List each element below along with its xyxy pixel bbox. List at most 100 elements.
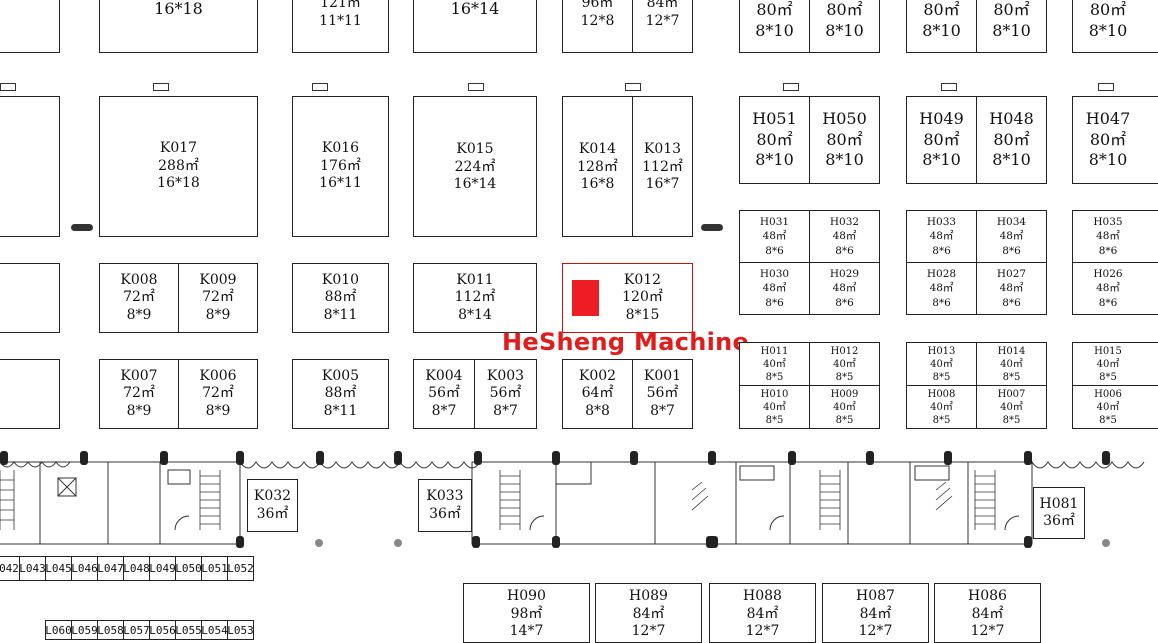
- l-booth-cell[interactable]: L046: [71, 556, 98, 581]
- booth-id: H006: [1094, 388, 1122, 400]
- l-booth-cell[interactable]: L048: [123, 556, 150, 581]
- booth-id: H032: [829, 216, 860, 229]
- column-marker: [312, 83, 328, 91]
- booth-area: 128㎡: [577, 158, 618, 175]
- booth-top-16x14[interactable]: 16*14: [413, 0, 537, 53]
- booth-K017[interactable]: K017 288㎡ 16*18: [99, 96, 258, 237]
- booth-id: H007: [997, 388, 1026, 400]
- booth-H048[interactable]: H048 80㎡ 8*10: [976, 96, 1047, 184]
- booth-left-edge[interactable]: [0, 359, 60, 429]
- l-booth-cell[interactable]: L049: [149, 556, 176, 581]
- booth-size: 8*5: [1099, 371, 1117, 383]
- l-booth-cell[interactable]: L059: [71, 620, 98, 640]
- booth-area: 84㎡: [971, 605, 1004, 622]
- l-booth-cell[interactable]: 042: [0, 556, 20, 581]
- booth-K014[interactable]: K014 128㎡ 16*8: [562, 96, 633, 237]
- booth-K016[interactable]: K016 176㎡ 16*11: [292, 96, 389, 237]
- booth-area: 72㎡: [202, 385, 234, 402]
- l-booth-cell[interactable]: L058: [97, 620, 124, 640]
- booth-K015[interactable]: K015 224㎡ 16*14: [413, 96, 537, 237]
- booth-H047[interactable]: H047 80㎡ 8*10: [1072, 96, 1158, 184]
- booth-area: 112㎡: [454, 289, 496, 306]
- booth-top-121[interactable]: 121㎡ 11*11: [292, 0, 389, 53]
- booth-top-84[interactable]: 84㎡ 12*7: [632, 0, 693, 53]
- booth-id: K008: [120, 271, 158, 288]
- l-booth-cell[interactable]: L050: [175, 556, 202, 581]
- booth-area: 121㎡: [320, 0, 361, 11]
- booth-K013[interactable]: K013 112㎡ 16*7: [632, 96, 693, 237]
- booth-top-96[interactable]: 96㎡ 12*8: [562, 0, 633, 53]
- l-booth-cell[interactable]: L052: [227, 556, 254, 581]
- booth-left-edge[interactable]: [0, 0, 60, 53]
- l-booth-cell[interactable]: L054: [201, 620, 228, 640]
- booth-id: H047: [1085, 108, 1131, 128]
- l-booth-cell[interactable]: L051: [201, 556, 228, 581]
- l-booth-cell[interactable]: L047: [97, 556, 124, 581]
- l-booth-cell[interactable]: L057: [123, 620, 150, 640]
- l-booth-cell[interactable]: L060: [45, 620, 72, 640]
- booth-area: 40㎡: [833, 401, 856, 413]
- booth-left-edge[interactable]: [0, 263, 60, 333]
- booth-H050[interactable]: H050 80㎡ 8*10: [809, 96, 880, 184]
- l-booth-cell[interactable]: L043: [19, 556, 46, 581]
- booth-H051[interactable]: H051 80㎡ 8*10: [739, 96, 810, 184]
- booth-left-edge[interactable]: [0, 96, 60, 237]
- booth-size: 8*6: [1098, 244, 1118, 257]
- booth-top-16x18[interactable]: 16*18: [99, 0, 258, 53]
- l-booth-cell[interactable]: L055: [175, 620, 202, 640]
- booth-H049[interactable]: H049 80㎡ 8*10: [906, 96, 977, 184]
- booth-area: 40㎡: [1096, 358, 1120, 370]
- booth-area: 40㎡: [833, 358, 856, 370]
- booth-size: 16*11: [319, 175, 362, 192]
- booth-id: H050: [822, 108, 867, 128]
- l-booth-cell[interactable]: L056: [149, 620, 176, 640]
- booth-area: 98㎡: [510, 605, 543, 622]
- l-booth-cell[interactable]: L045: [45, 556, 72, 581]
- booth-size: 8*6: [932, 244, 951, 257]
- l-booth-cell[interactable]: L053: [227, 620, 254, 640]
- booth-area: 84㎡: [632, 605, 665, 622]
